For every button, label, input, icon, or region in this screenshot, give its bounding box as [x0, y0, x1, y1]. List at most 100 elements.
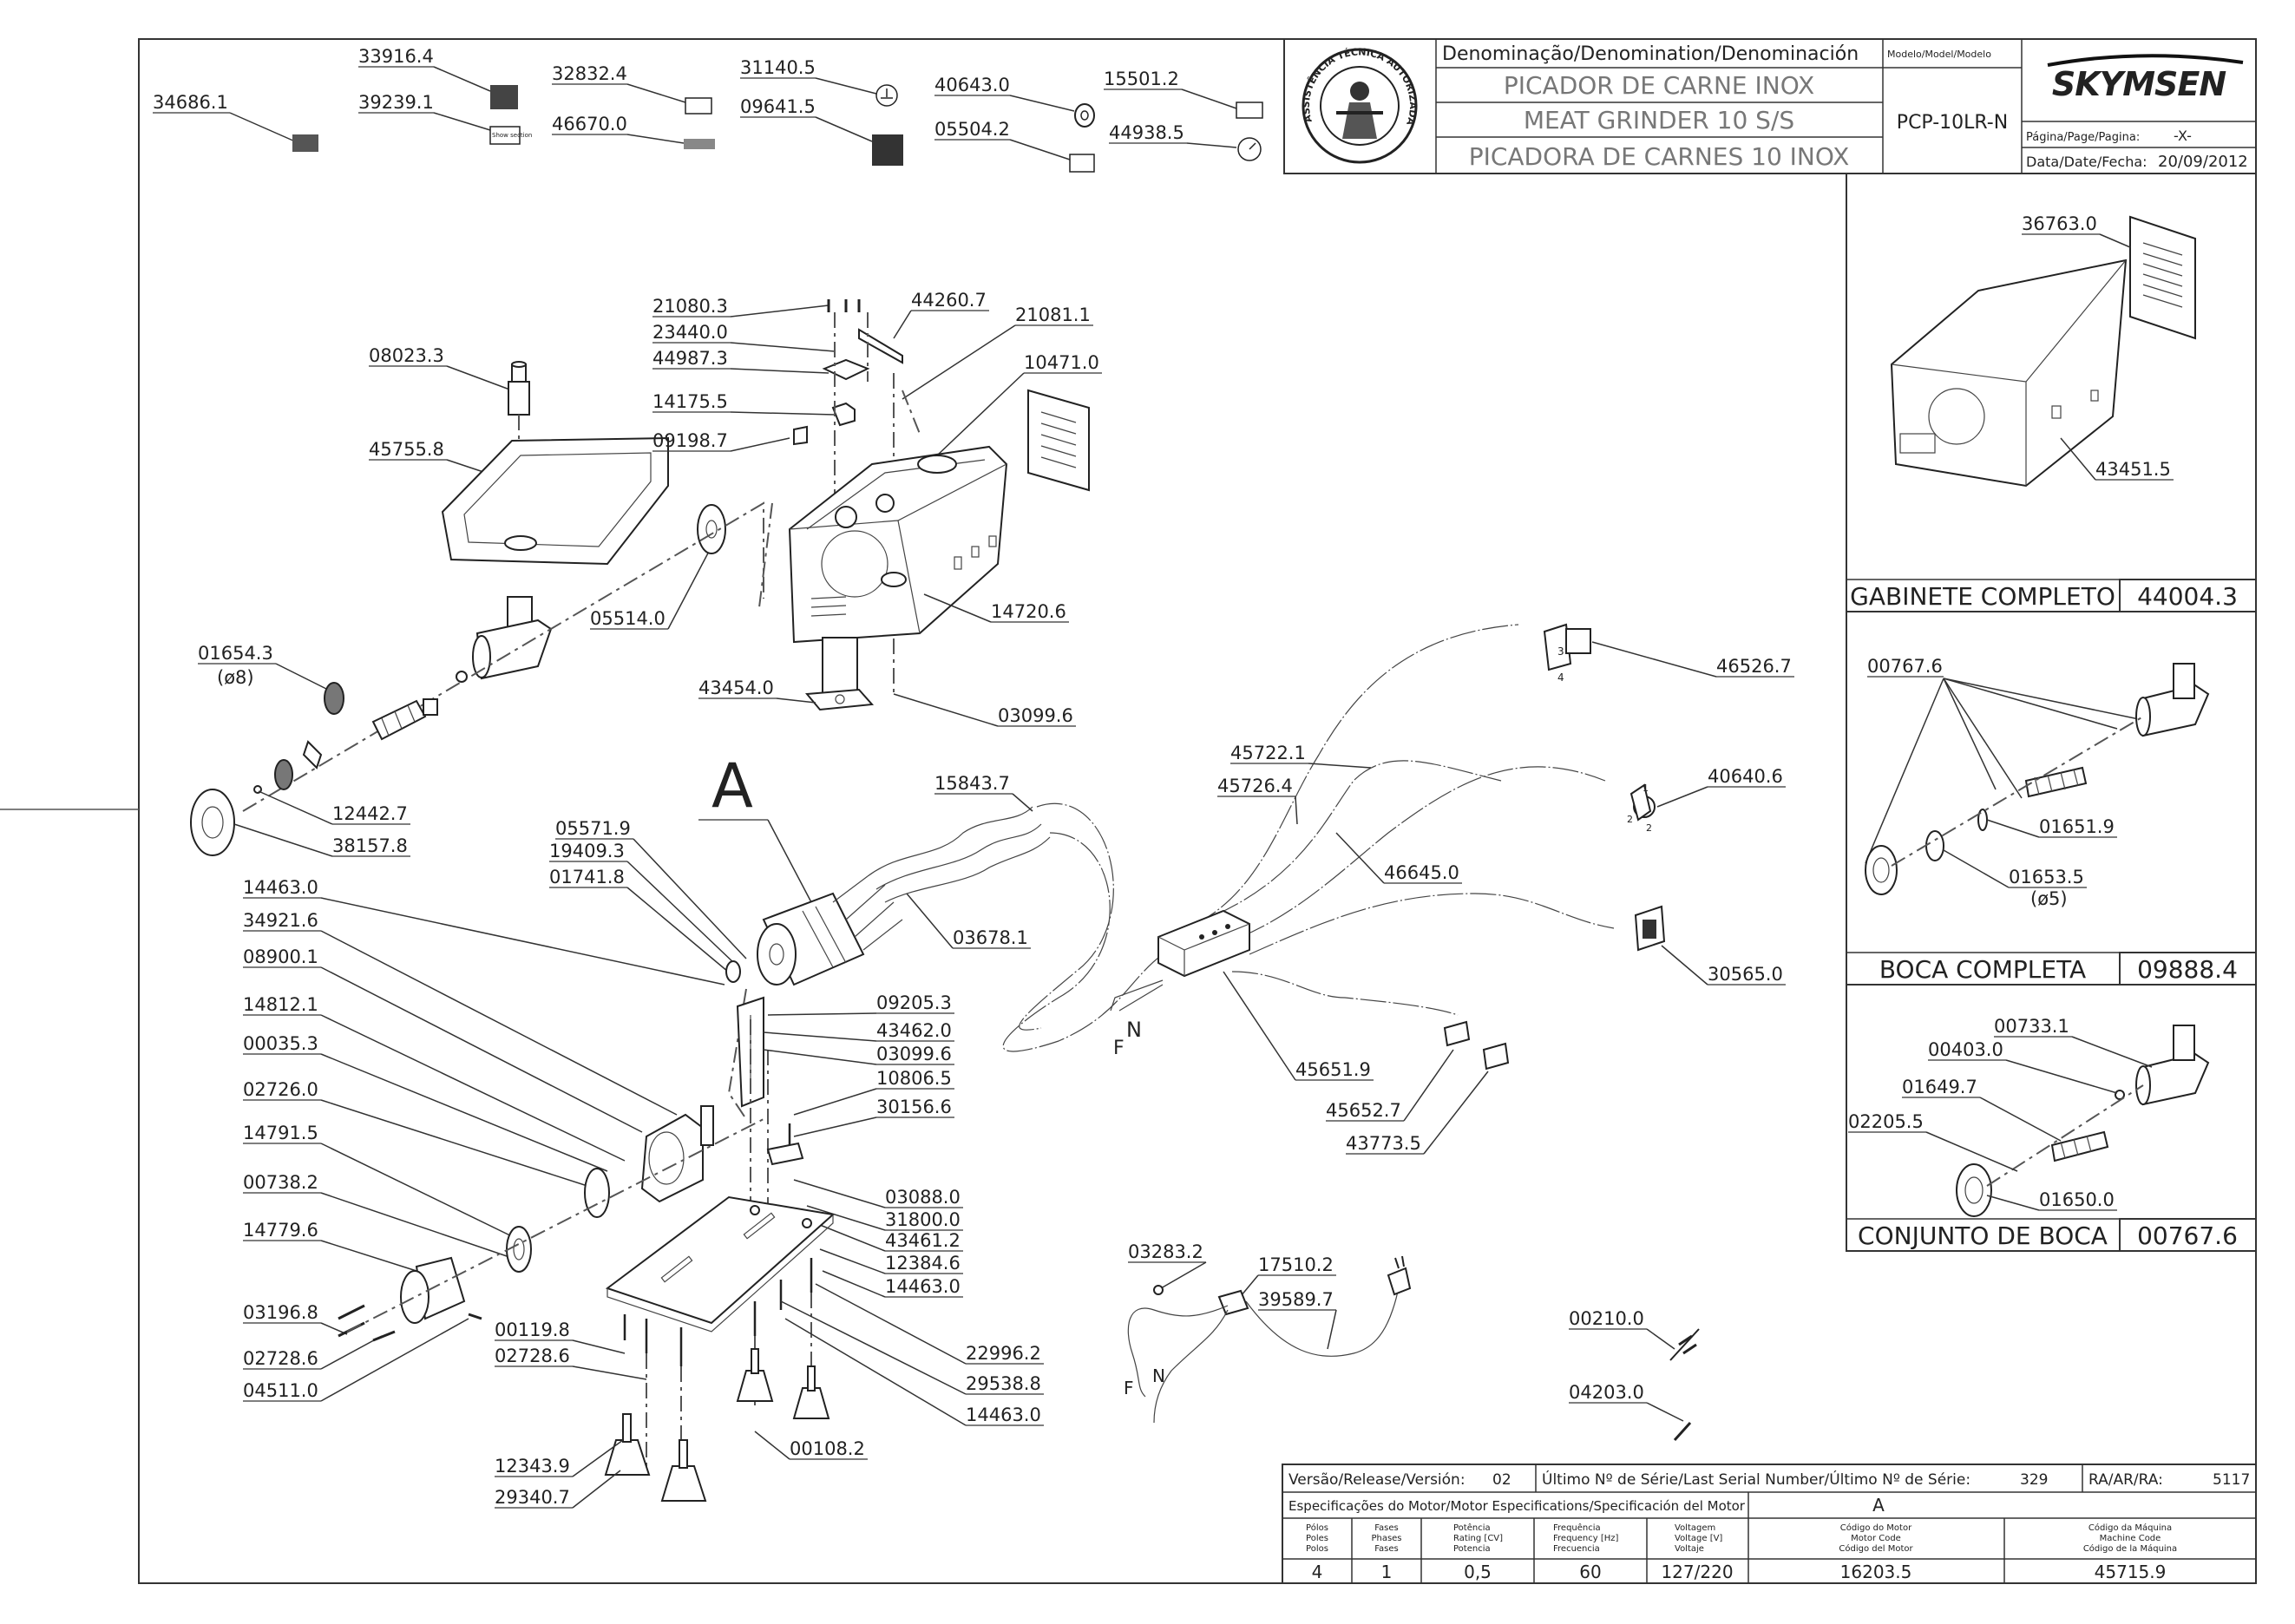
callout-29538-8: 29538.8: [966, 1373, 1041, 1394]
callout-39239-1: 39239.1: [358, 92, 434, 113]
callout-03196-8: 03196.8: [243, 1302, 318, 1323]
switch-14175-5: [831, 402, 856, 427]
callout-12343-9: 12343.9: [495, 1456, 570, 1477]
spec-col-poles: Pólos Poles Polos 4: [1306, 1522, 1328, 1582]
ra-value: 5117: [2213, 1471, 2250, 1489]
decal-39239-1: [489, 126, 521, 145]
pusher-08023-3: [508, 361, 530, 416]
voltage-value: 127/220: [1661, 1562, 1733, 1582]
callout-08023-3: 08023.3: [369, 345, 444, 366]
cord-N-label: N: [1152, 1365, 1165, 1386]
callout-43461-2: 43461.2: [885, 1230, 961, 1251]
svg-text:Potencia: Potencia: [1453, 1544, 1491, 1554]
svg-text:3: 3: [1557, 645, 1564, 658]
wire-F-label: F: [1113, 1038, 1125, 1059]
date-label: Data/Date/Fecha:: [2026, 154, 2147, 170]
cabinet-assembly: 21080.3 23440.0 44987.3 14175.5 09198.7 …: [652, 290, 1102, 727]
callout-12442-7: 12442.7: [332, 803, 408, 824]
date-value: 20/09/2012: [2158, 153, 2248, 171]
misc-parts: 00210.0 04203.0: [1569, 1308, 1700, 1442]
drawing-frame: [138, 38, 2257, 1584]
svg-text:Poles: Poles: [1306, 1534, 1328, 1543]
grinder-head-assembly: 08023.3 45755.8 05514.0: [190, 345, 764, 857]
callout-33916-4: 33916.4: [358, 46, 434, 67]
callout-05571-9: 05571.9: [555, 818, 631, 839]
callout-03283-2: 03283.2: [1128, 1241, 1203, 1262]
screws-top: [827, 299, 861, 312]
washer-05514-0: [697, 504, 726, 554]
callout-12384-6: 12384.6: [885, 1253, 961, 1274]
ring-nut-conjunto: [1956, 1163, 1992, 1217]
frequency-value: 60: [1579, 1562, 1601, 1582]
product-name-en: MEAT GRINDER 10 S/S: [1524, 106, 1794, 134]
terminal-block-45651-9: [1157, 909, 1250, 978]
decal-34686-1: [292, 134, 318, 152]
wiring-harness: N F 34 46526.7 45722.1 45726.4 221 40640…: [1002, 623, 1794, 1155]
spec-col-phases: Fases Phases Fases 1: [1371, 1523, 1401, 1582]
callout-30565-0: 30565.0: [1708, 964, 1783, 985]
washer-40643-0: [1074, 103, 1095, 128]
wire-N-label: N: [1126, 1018, 1142, 1042]
callout-14791-5: 14791.5: [243, 1123, 318, 1143]
cable-gland-17510-2: [1217, 1289, 1249, 1316]
decal-05504-2: [1069, 154, 1095, 173]
callout-09205-3: 09205.3: [876, 992, 952, 1013]
decal-33916-4: [490, 85, 518, 109]
spec-col-machine-code: Código da Máquina Machine Code Código de…: [2083, 1522, 2177, 1582]
callout-04511-0: 04511.0: [243, 1380, 318, 1401]
callout-19409-3: 19409.3: [549, 841, 625, 861]
decal-39239-1-text: Show section: [492, 132, 532, 139]
front-cover-14779-6: [400, 1256, 466, 1324]
callout-45652-7: 45652.7: [1326, 1100, 1401, 1121]
svg-text:Fases: Fases: [1374, 1523, 1399, 1533]
svg-text:Código del Motor: Código del Motor: [1839, 1543, 1913, 1554]
svg-text:Código da Máquina: Código da Máquina: [2088, 1522, 2172, 1533]
callout-40643-0: 40643.0: [934, 75, 1010, 95]
cover-screws: [338, 1304, 482, 1342]
capacitor-46526-7: 34: [1543, 623, 1591, 684]
callout-14463-0-a: 14463.0: [243, 877, 318, 898]
callout-14463-0-c: 14463.0: [966, 1405, 1041, 1425]
callout-31800-0: 31800.0: [885, 1209, 961, 1230]
conjunto-code: 00767.6: [2137, 1221, 2238, 1250]
callout-23440-0: 23440.0: [652, 322, 728, 343]
svg-text:2: 2: [1627, 814, 1633, 825]
callout-04203-0: 04203.0: [1569, 1382, 1644, 1403]
callout-01653-5: 01653.5: [2009, 867, 2084, 887]
washer-00403-0: [2115, 1090, 2125, 1100]
gabinete-name: GABINETE COMPLETO: [1850, 582, 2115, 611]
callout-03088-0: 03088.0: [885, 1187, 961, 1208]
svg-text:Phases: Phases: [1371, 1534, 1401, 1543]
svg-text:4: 4: [1557, 671, 1564, 684]
svg-text:Fases: Fases: [1374, 1544, 1399, 1554]
callout-34921-6: 34921.6: [243, 910, 318, 931]
cabinet-14720-6: [788, 445, 1008, 644]
callout-02205-5: 02205.5: [1848, 1111, 1924, 1132]
callout-14175-5: 14175.5: [652, 391, 728, 412]
motor-assembly: A 15843.7 03678.1 05571.9 19409.3 01741.…: [549, 750, 1051, 986]
model-value: PCP-10LR-N: [1897, 112, 2008, 134]
panel-gabinete-completo: GABINETE COMPLETO 44004.3 36763.0 43451.…: [1846, 173, 2257, 612]
vent-cover-10471-0: [1027, 389, 1090, 492]
svg-text:Potência: Potência: [1453, 1522, 1491, 1533]
callout-14812-1: 14812.1: [243, 994, 318, 1015]
motor-wires: [867, 806, 1051, 903]
callout-01741-8: 01741.8: [549, 867, 625, 887]
svg-text:2: 2: [1646, 822, 1652, 834]
product-name-es: PICADORA DE CARNES 10 INOX: [1469, 142, 1850, 171]
spec-col-rating: Potência Rating [CV] Potencia 0,5: [1453, 1522, 1503, 1582]
motor-code-value: 16203.5: [1840, 1562, 1912, 1582]
callout-00108-2: 00108.2: [790, 1438, 865, 1459]
svg-text:SKYMSEN: SKYMSEN: [2052, 65, 2226, 103]
callout-43451-5: 43451.5: [2095, 459, 2171, 480]
callout-10471-0: 10471.0: [1024, 352, 1099, 373]
callout-38157-8: 38157.8: [332, 835, 408, 856]
motor-spec-label: Especificações do Motor/Motor Especifica…: [1288, 1498, 1746, 1514]
callout-00119-8: 00119.8: [495, 1320, 570, 1340]
detail-A-label: A: [711, 750, 753, 822]
callout-00767-6-boca: 00767.6: [1867, 656, 1943, 677]
connector-45652-7: [1443, 1020, 1510, 1071]
part-00210-0: [1678, 1334, 1697, 1355]
gearbox-housing: [640, 1105, 714, 1203]
